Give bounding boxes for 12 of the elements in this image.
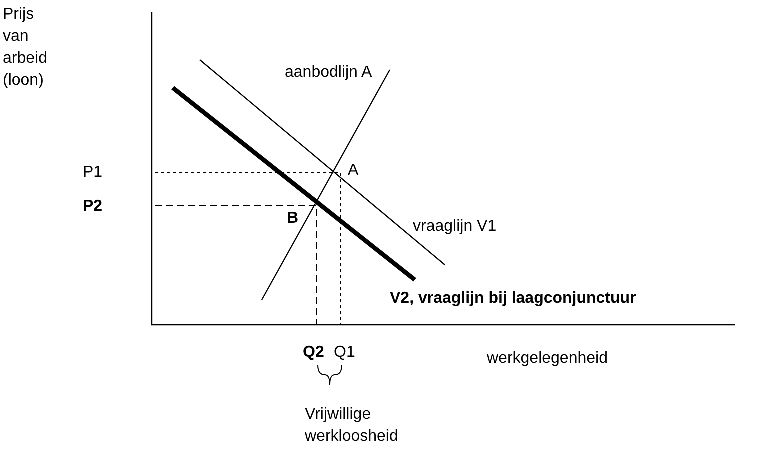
line-label: vraaglijn V1 (413, 217, 497, 237)
axis-label: Prijs van arbeid (loon) (3, 5, 48, 91)
point-label: A (348, 161, 359, 181)
price-label: P2 (83, 197, 103, 217)
quantity-label: Q2 (303, 343, 324, 363)
price-label: P1 (83, 163, 103, 183)
line-label: aanbodlijn A (285, 63, 372, 83)
axis-label: werkgelegenheid (487, 349, 608, 369)
point-label: B (287, 209, 299, 229)
annotation-text: Vrijwillige werkloosheid (305, 405, 400, 447)
quantity-label: Q1 (334, 343, 356, 363)
line-label: V2, vraaglijn bij laagconjunctuur (390, 289, 636, 309)
